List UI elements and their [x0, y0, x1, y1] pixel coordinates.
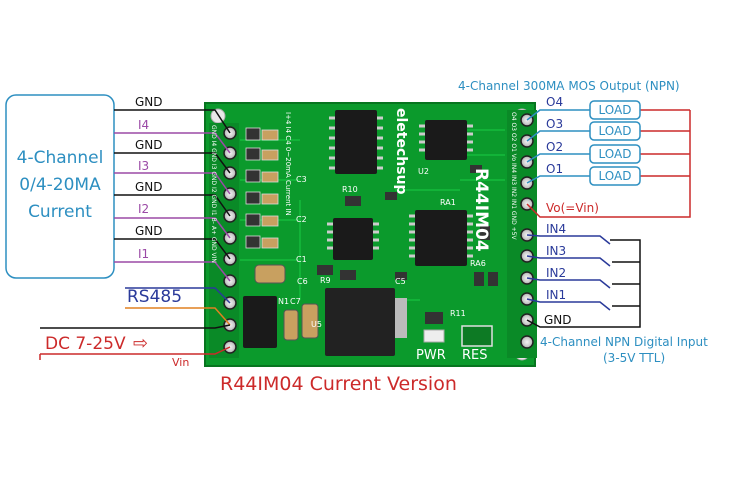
load-label-2: LOAD: [599, 124, 632, 138]
label-o1: O1: [546, 162, 563, 176]
label-o2: O2: [546, 140, 563, 154]
silk-c6: C6: [297, 277, 308, 286]
silk-right-pins: O4 O3 O2 O1 Vo IN4 IN3 IN2 IN1 GND +5V: [510, 112, 517, 240]
load-boxes: [589, 100, 641, 186]
silk-c2: C2: [296, 215, 307, 224]
label-i3: I3: [138, 159, 149, 173]
label-digital-gnd: GND: [544, 313, 572, 327]
ic-chip-mid-left: [327, 218, 379, 260]
input-resistors: [245, 127, 279, 249]
label-gnd-4: GND: [135, 224, 163, 238]
silk-c3: C3: [296, 175, 307, 184]
silk-res: RES: [462, 348, 488, 363]
label-i2: I2: [138, 202, 149, 216]
silk-brand: eletechsup: [393, 108, 409, 195]
smd-parts: [345, 165, 490, 280]
capacitors: [254, 264, 498, 341]
label-gnd-3: GND: [135, 180, 163, 194]
output-wires: [526, 109, 691, 218]
box-line-3: Current: [28, 202, 92, 222]
silk-r11: R11: [450, 309, 466, 318]
silk-r10: R10: [342, 185, 358, 194]
silk-u2: U2: [418, 167, 429, 176]
silk-c7: C7: [290, 297, 301, 306]
box-line-2: 0/4-20MA: [19, 175, 101, 195]
load-label-4: LOAD: [599, 169, 632, 183]
label-o3: O3: [546, 117, 563, 131]
board-caption: R44IM04 Current Version: [220, 373, 457, 395]
silk-ra1: RA1: [440, 198, 456, 207]
label-vin: Vin: [172, 356, 189, 369]
label-gnd-2: GND: [135, 138, 163, 152]
silk-ra6: RA6: [470, 259, 486, 268]
output-header: 4-Channel 300MA MOS Output (NPN): [458, 79, 680, 93]
label-o4: O4: [546, 95, 563, 109]
load-label-1: LOAD: [599, 103, 632, 117]
label-i1: I1: [138, 247, 149, 261]
label-vo: Vo(=Vin): [546, 201, 599, 215]
digital-input-title: 4-Channel NPN Digital Input: [540, 335, 708, 349]
load-label-3: LOAD: [599, 147, 632, 161]
pcb-board: [204, 102, 537, 367]
label-in4: IN4: [546, 222, 566, 236]
digital-input-subtitle: (3-5V TTL): [603, 351, 665, 365]
right-terminal-pads: [507, 110, 537, 358]
voltage-regulator-u5: [325, 288, 407, 356]
label-i4: I4: [138, 118, 149, 132]
input-wires: [526, 234, 641, 328]
silk-c5: C5: [395, 277, 406, 286]
silk-r9: R9: [320, 276, 331, 285]
label-gnd-1: GND: [135, 95, 163, 109]
silk-u5: U5: [311, 320, 322, 329]
silk-c1: C1: [296, 255, 307, 264]
res-button: [461, 325, 493, 347]
silk-model: R44IM04: [471, 168, 491, 252]
label-in3: IN3: [546, 244, 566, 258]
ic-chip-ra1: [409, 210, 473, 266]
label-in1: IN1: [546, 288, 566, 302]
box-line-1: 4-Channel: [17, 148, 104, 168]
current-input-box: [5, 94, 115, 279]
dc-arrow-icon: ⇨: [133, 333, 148, 354]
label-dc-supply: DC 7-25V: [45, 334, 126, 354]
pwr-led: [423, 329, 445, 343]
left-wires: [40, 109, 231, 355]
label-rs485: RS485: [127, 287, 182, 307]
rs485-transceiver: [243, 296, 277, 348]
ic-chip-u2: [419, 120, 473, 160]
ic-chip-upper-left: [329, 110, 383, 174]
silk-n1: N1: [278, 297, 289, 306]
silk-left-pins: GND I4 GND I3 GND I2 GND I1 B- A+ GND VI…: [210, 125, 217, 263]
label-in2: IN2: [546, 266, 566, 280]
silk-pwr: PWR: [416, 348, 446, 363]
silk-current: I+4 I4 C4 0~20mA Current IN: [284, 112, 292, 216]
